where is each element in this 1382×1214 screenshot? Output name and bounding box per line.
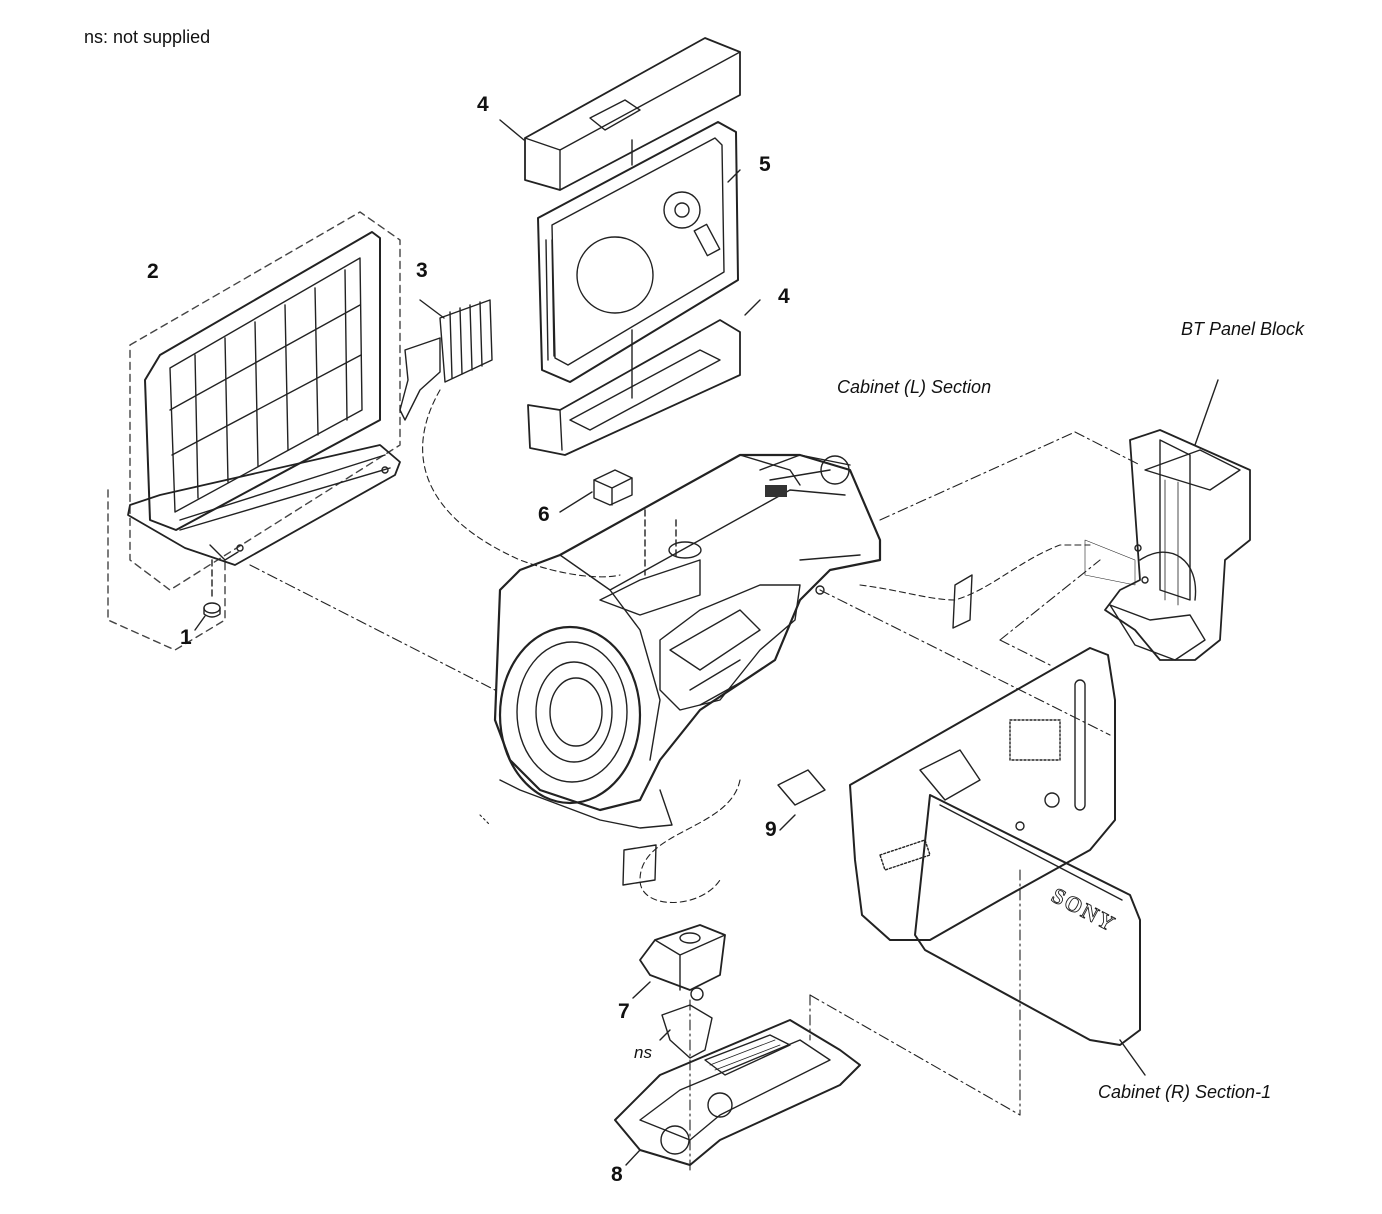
part-8-bottom-cabinet	[614, 1019, 861, 1166]
bt-panel-block-label: BT Panel Block	[1181, 319, 1305, 339]
callout-9: 9	[765, 818, 777, 841]
callout-3: 3	[416, 259, 428, 282]
callout-5: 5	[759, 153, 771, 176]
part-4-upper-cushion	[499, 37, 741, 191]
callout-ns: ns	[634, 1043, 652, 1062]
sony-logo: SONY	[1048, 882, 1121, 937]
part-5-drive-plate	[537, 121, 741, 383]
part-7-cover	[632, 924, 726, 999]
part-2-grille-panel	[107, 211, 401, 651]
callout-8: 8	[611, 1163, 623, 1186]
part-3-flex-cable	[399, 299, 493, 421]
bt-panel-block	[1084, 379, 1251, 661]
cabinet-r-section-label: Cabinet (R) Section-1	[1098, 1082, 1272, 1102]
callout-1: 1	[180, 626, 192, 649]
camcorder-body	[493, 453, 882, 829]
part-1-foot	[194, 559, 221, 631]
flex-pieces	[622, 574, 973, 886]
callout-4-lower: 4	[778, 285, 790, 308]
leader-lines	[249, 431, 1141, 1171]
callout-7: 7	[618, 1000, 630, 1023]
ns-bracket	[659, 987, 713, 1059]
callout-6: 6	[538, 503, 550, 526]
not-supplied-note: ns: not supplied	[84, 27, 211, 47]
cabinet-l-section-label: Cabinet (L) Section	[837, 377, 992, 397]
callout-2: 2	[147, 260, 159, 283]
part-4-lower-cushion	[527, 299, 761, 456]
callout-4-upper: 4	[477, 93, 489, 116]
cabinet-r-section: SONY	[849, 647, 1146, 1076]
